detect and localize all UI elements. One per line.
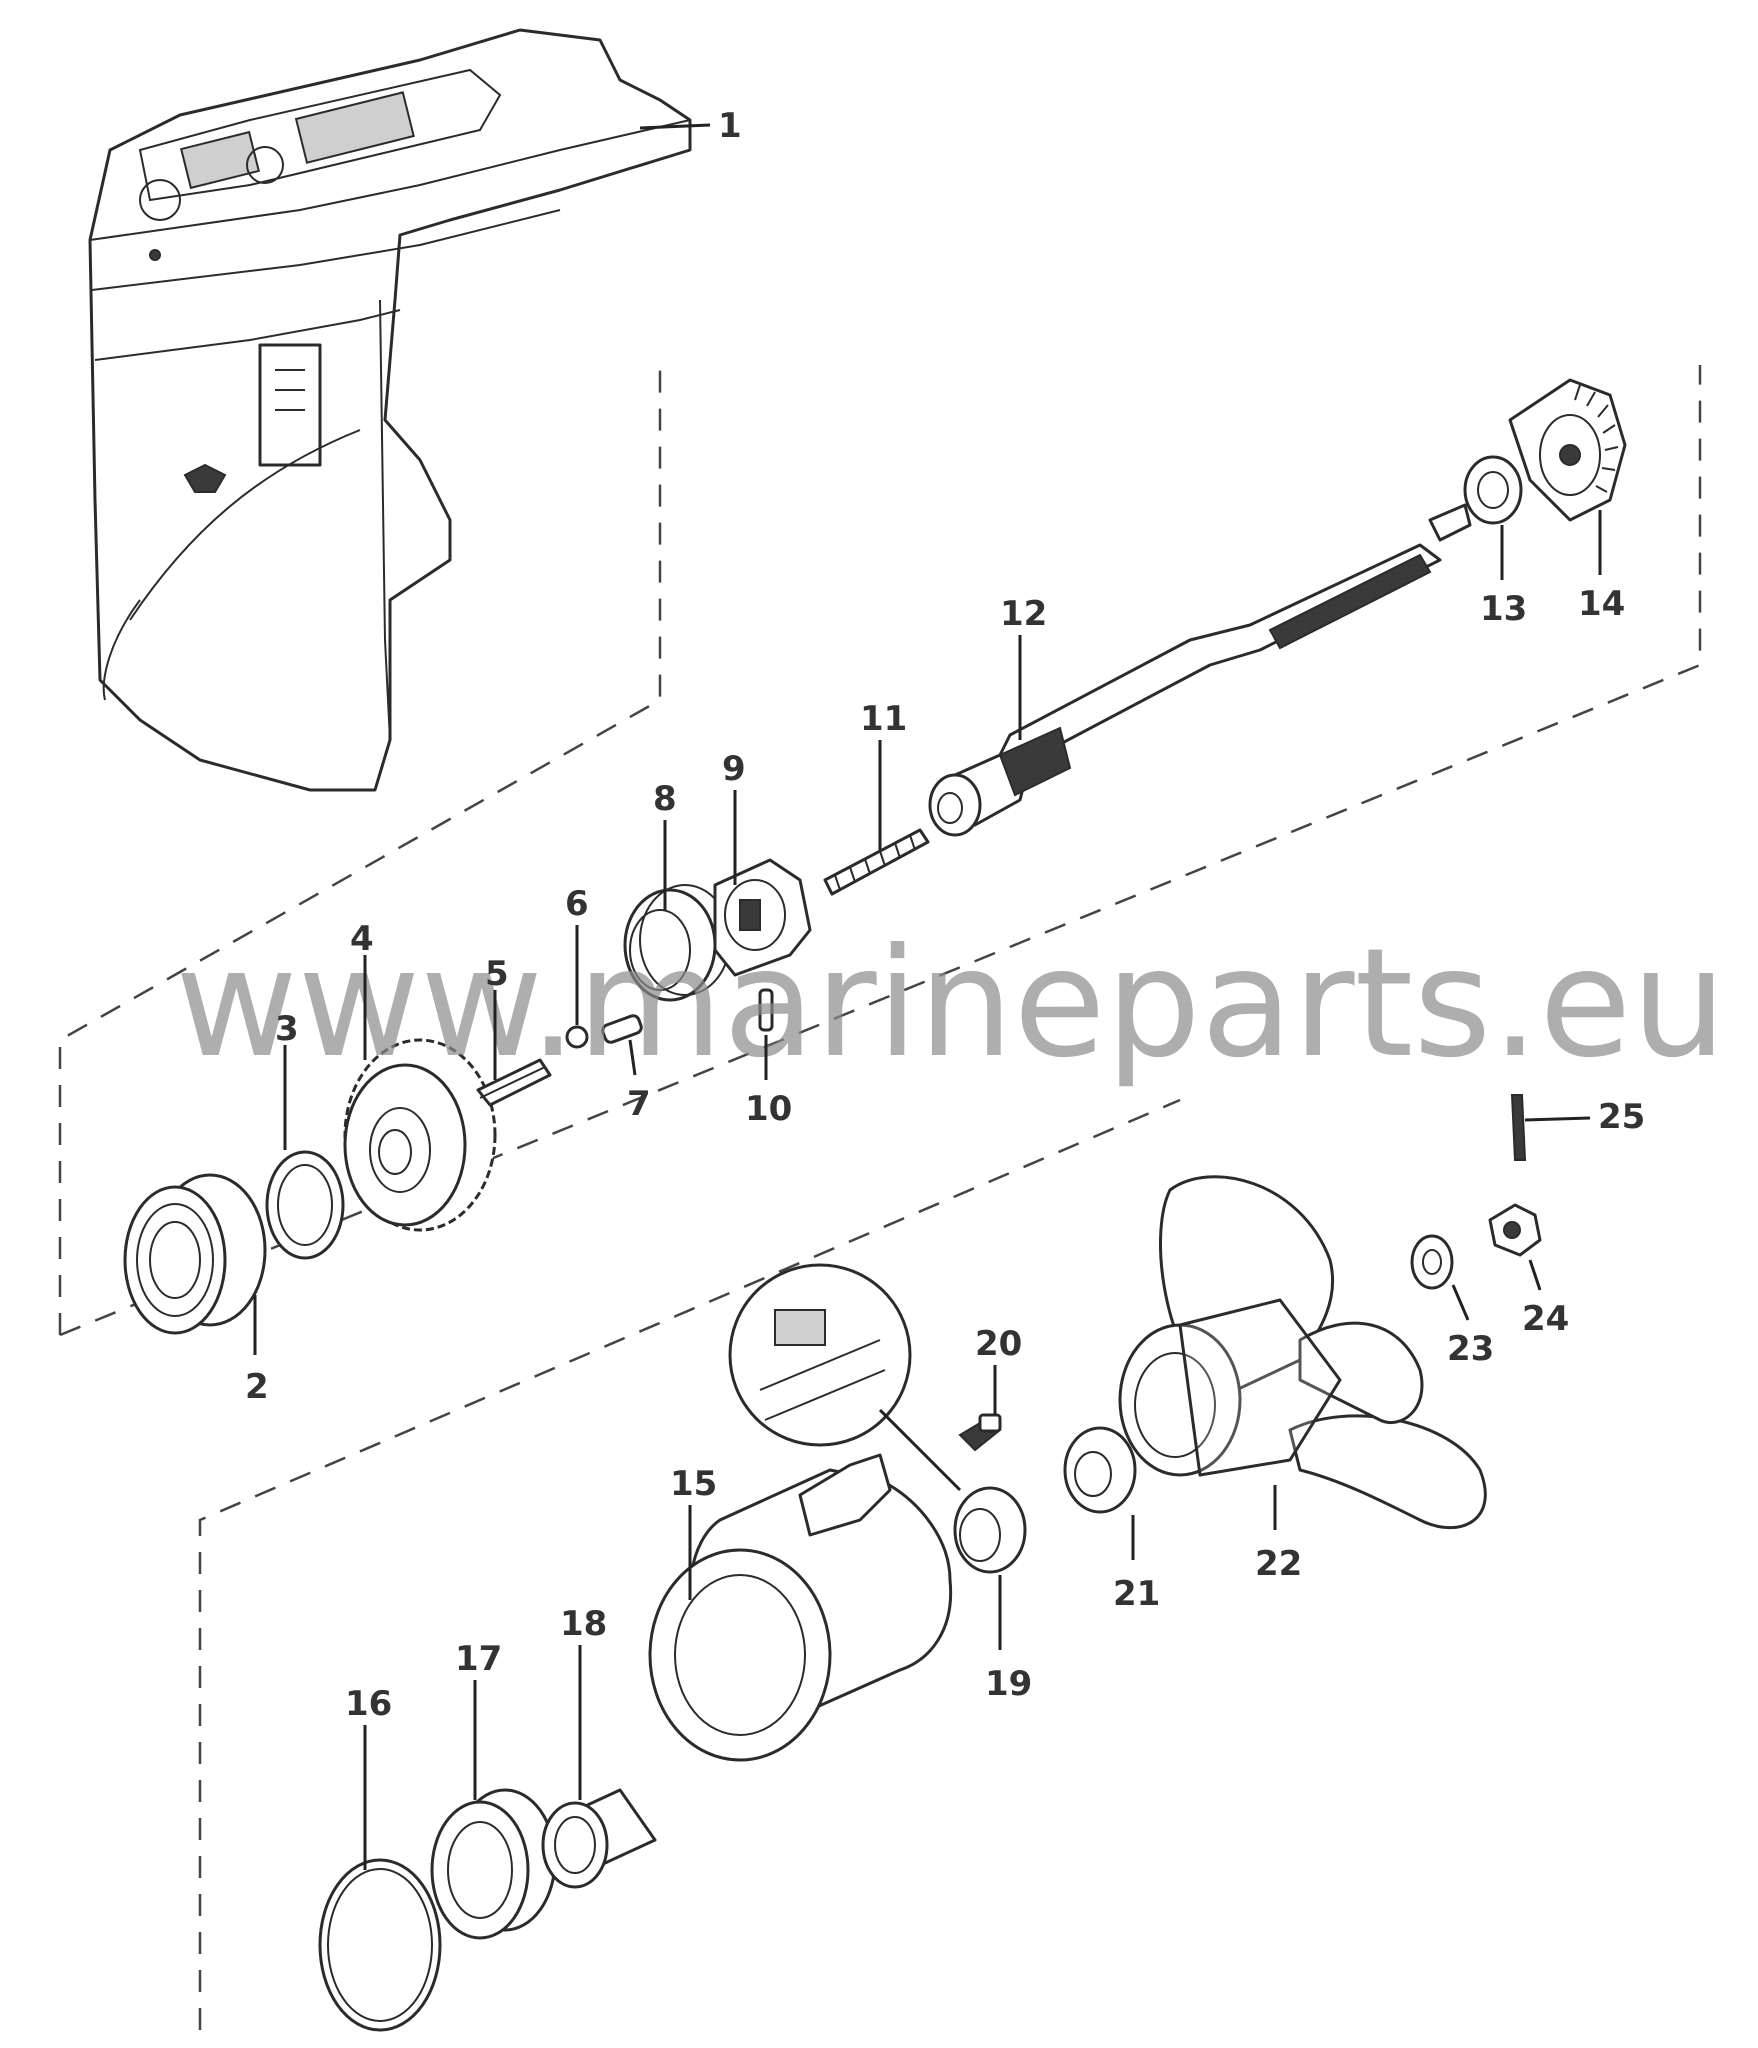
- callout-25: 25: [1598, 1097, 1645, 1137]
- watermark-text: www.marineparts.eu: [175, 917, 1727, 1091]
- spring-11: [823, 828, 930, 896]
- washer-23: [1410, 1234, 1454, 1290]
- leader-lines: [253, 123, 1602, 1870]
- callout-24: 24: [1522, 1299, 1569, 1339]
- forward-gear-4: [343, 1038, 497, 1232]
- callout-18: 18: [560, 1604, 607, 1644]
- callout-numbers: 1 2 3 4 5 6 7 8 9 10 11 12 13 14 15 16 1…: [245, 106, 1645, 1724]
- callout-12: 12: [1000, 594, 1047, 634]
- screw-20: [958, 1413, 1002, 1452]
- callout-7: 7: [627, 1084, 651, 1124]
- callout-20: 20: [975, 1324, 1022, 1364]
- callout-9: 9: [722, 749, 746, 789]
- gearcase-housing: [88, 28, 692, 792]
- thrust-washer-13: [1463, 455, 1523, 525]
- upper-group-outline: [58, 365, 1702, 1337]
- ball-bearing-17: [430, 1788, 557, 1940]
- cotter-pin-25: [1510, 1094, 1527, 1161]
- shim-ring-3: [265, 1150, 345, 1260]
- detail-inset: [728, 1263, 962, 1492]
- callout-1: 1: [718, 106, 742, 146]
- callout-5: 5: [485, 954, 509, 994]
- callout-6: 6: [565, 884, 589, 924]
- callout-8: 8: [653, 779, 677, 819]
- propeller-shaft-12: [928, 503, 1472, 837]
- plunger-pin-5: [476, 1058, 552, 1107]
- o-ring-16: [318, 1858, 442, 2032]
- lower-group-outline: [198, 1098, 1181, 2030]
- callout-13: 13: [1480, 589, 1527, 629]
- callout-17: 17: [455, 1639, 502, 1679]
- callout-16: 16: [345, 1684, 392, 1724]
- callout-3: 3: [275, 1009, 299, 1049]
- oil-seal-19: [953, 1486, 1027, 1574]
- detent-ball-6: [565, 1025, 589, 1049]
- callout-23: 23: [1447, 1329, 1494, 1369]
- propeller-22: [1118, 1175, 1487, 1530]
- bearing-carrier-15: [648, 1453, 953, 1762]
- callout-15: 15: [670, 1464, 717, 1504]
- ball-bearing-2: [123, 1173, 267, 1335]
- callout-21: 21: [1113, 1574, 1160, 1614]
- callout-14: 14: [1578, 584, 1625, 624]
- clutch-dog-9: [713, 858, 812, 977]
- callout-22: 22: [1255, 1544, 1302, 1584]
- needle-bearing-18: [541, 1788, 657, 1889]
- pinion-gear-14: [1508, 378, 1627, 522]
- callout-10: 10: [745, 1089, 792, 1129]
- clip-7: [601, 1014, 643, 1044]
- thrust-hub-21: [1063, 1426, 1137, 1514]
- callout-4: 4: [350, 919, 374, 959]
- castle-nut-24: [1488, 1203, 1542, 1257]
- callout-11: 11: [860, 699, 907, 739]
- cross-pin-10: [758, 988, 774, 1032]
- callout-2: 2: [245, 1367, 269, 1407]
- callout-19: 19: [985, 1664, 1032, 1704]
